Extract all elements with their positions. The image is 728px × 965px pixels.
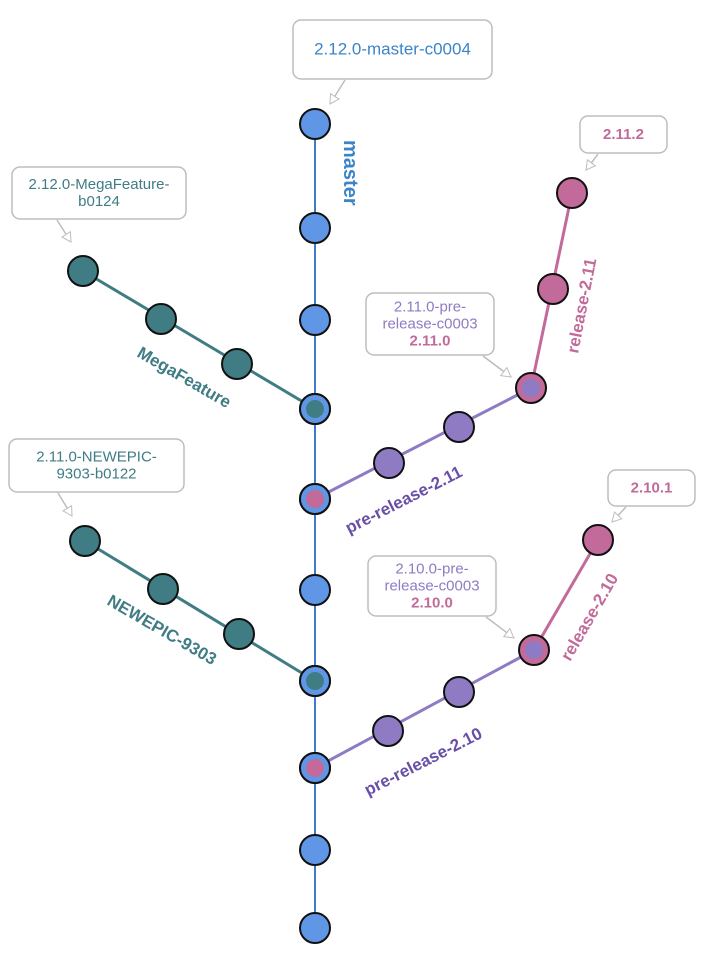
- tag-prerelease-211-pointer: [482, 355, 512, 378]
- commit-release-211-2[interactable]: [537, 273, 569, 305]
- commit-release-210-fork-inner: [525, 641, 543, 659]
- tag-release-210[interactable]: 2.10.1: [607, 469, 696, 523]
- tag-newepic-text-line-1: 2.11.0-NEWEPIC-: [36, 448, 157, 465]
- commit-master-1[interactable]: [299, 108, 331, 140]
- tag-master[interactable]: 2.12.0-master-c0004: [292, 19, 493, 105]
- commit-newepic-3[interactable]: [223, 618, 255, 650]
- commit-release-211-1[interactable]: [556, 177, 588, 209]
- commit-nodes: [67, 108, 614, 944]
- tag-release-210-box: [607, 469, 696, 507]
- commit-megafeature-3[interactable]: [221, 348, 253, 380]
- tag-newepic-text-line-2: 9303-b0122: [56, 465, 136, 482]
- commit-master-prerelease-210-fork-inner: [306, 759, 324, 777]
- commit-prerelease-210-2[interactable]: [443, 676, 475, 708]
- tag-release-211-pointer: [585, 153, 599, 171]
- tag-megafeature-text-line-1: 2.12.0-MegaFeature-: [29, 176, 170, 193]
- tag-prerelease-210-version: 2.10.0: [411, 594, 453, 611]
- tag-prerelease-210-text-line-1: 2.10.0-pre-: [395, 560, 468, 577]
- tag-release-211-version: 2.11.2: [603, 126, 644, 143]
- commit-prerelease-211-2[interactable]: [443, 411, 475, 443]
- tag-master-text-line-1: 2.12.0-master-c0004: [314, 39, 471, 58]
- branch-label-release-210: release-2.10: [557, 570, 622, 664]
- branch-line-megafeature: [82, 269, 316, 411]
- commit-megafeature-2[interactable]: [145, 303, 177, 335]
- tag-release-211-box: [579, 115, 668, 154]
- branch-lines: [82, 124, 600, 928]
- commit-prerelease-211-1[interactable]: [373, 447, 405, 479]
- tag-prerelease-211-box: [365, 292, 495, 356]
- commit-master-2[interactable]: [299, 212, 331, 244]
- tag-megafeature-pointer: [56, 219, 72, 243]
- branch-line-newepic: [84, 539, 316, 683]
- tag-release-211[interactable]: 2.11.2: [579, 115, 668, 171]
- commit-master-3[interactable]: [299, 304, 331, 336]
- commit-release-211-fork-inner: [522, 379, 540, 397]
- tag-release-210-pointer: [611, 506, 627, 523]
- tag-prerelease-211-text-line-1: 2.11.0-pre-: [394, 298, 466, 315]
- commit-master-9[interactable]: [299, 834, 331, 866]
- branch-line-release-210: [532, 539, 600, 651]
- branch-line-prerelease-211: [314, 386, 532, 501]
- branch-label-release-211: release-2.11: [563, 256, 600, 354]
- commit-master-6[interactable]: [299, 574, 331, 606]
- commit-master-prerelease-211-fork-inner: [306, 490, 324, 508]
- tag-megafeature-box: [11, 166, 187, 220]
- commit-master-megafeature-merge-inner: [306, 400, 324, 418]
- branch-label-prerelease-211: pre-release-2.11: [342, 462, 465, 537]
- commit-release-210-1[interactable]: [582, 524, 614, 556]
- commit-megafeature-1[interactable]: [67, 255, 99, 287]
- tag-prerelease-210-pointer: [485, 616, 515, 639]
- tag-release-210-version: 2.10.1: [631, 479, 673, 496]
- tag-megafeature[interactable]: 2.12.0-MegaFeature-b0124: [11, 166, 187, 243]
- commit-newepic-2[interactable]: [147, 573, 179, 605]
- tag-newepic-pointer: [57, 492, 73, 517]
- commit-newepic-1[interactable]: [69, 525, 101, 557]
- tag-prerelease-210-box: [367, 555, 497, 617]
- tag-prerelease-211-version: 2.11.0: [410, 332, 451, 349]
- tag-newepic[interactable]: 2.11.0-NEWEPIC-9303-b0122: [8, 438, 185, 517]
- tag-prerelease-210-text-line-2: release-c0003: [384, 577, 479, 594]
- branch-line-prerelease-210: [314, 648, 535, 770]
- tags: 2.12.0-master-c0004 2.12.0-MegaFeature-b0…: [8, 19, 696, 639]
- tag-prerelease-211-text-line-2: release-c0003: [382, 315, 477, 332]
- commit-master-newepic-merge-inner: [306, 672, 324, 690]
- tag-megafeature-text-line-2: b0124: [78, 193, 120, 210]
- tag-master-pointer: [329, 79, 346, 105]
- tag-newepic-box: [8, 438, 185, 493]
- commit-master-10[interactable]: [299, 912, 331, 944]
- commit-prerelease-210-1[interactable]: [372, 715, 404, 747]
- branch-label-master: master: [339, 140, 361, 206]
- tag-master-box: [292, 19, 493, 80]
